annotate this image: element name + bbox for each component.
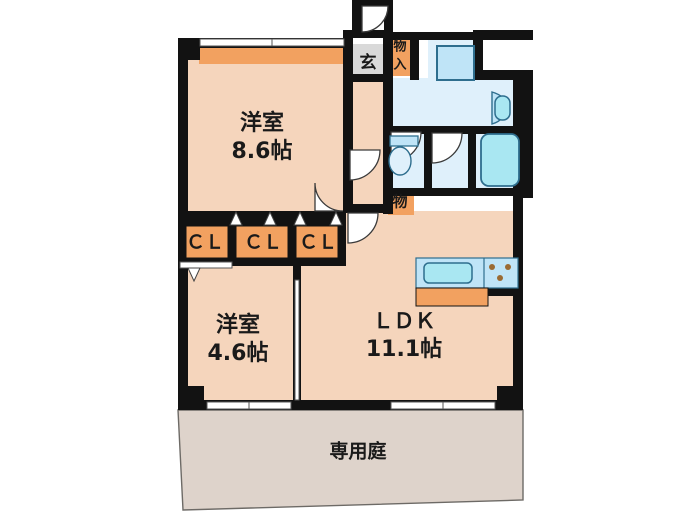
bedroom-main-window-sill bbox=[199, 46, 343, 64]
kitchen-sink-icon bbox=[423, 262, 473, 284]
wall-left bbox=[178, 38, 188, 410]
wall-hall-left bbox=[343, 38, 353, 211]
wall-corner-bl bbox=[178, 386, 204, 410]
wall-right-notch-h bbox=[473, 70, 525, 80]
closet-door-mark-5 bbox=[187, 267, 201, 283]
closet-label-2: ＣＬ bbox=[244, 232, 282, 254]
closet-door-mark-2 bbox=[263, 210, 277, 226]
fixtures bbox=[388, 45, 520, 307]
closet-label-3: ＣＬ bbox=[299, 232, 337, 254]
bedroom-second-label-line2: 4.6帖 bbox=[208, 341, 269, 366]
wall-closet-div-2 bbox=[288, 218, 296, 266]
ldk-hall-door-swing bbox=[347, 212, 379, 244]
stove-burner-2-icon bbox=[505, 264, 511, 270]
toilet-tank-icon bbox=[389, 135, 419, 147]
wall-closet-div-3 bbox=[338, 218, 346, 266]
closet-box-3 bbox=[295, 225, 339, 259]
wall-entrance-top bbox=[343, 30, 393, 38]
wall-entrance-door-l bbox=[352, 0, 362, 32]
wall-bath-left bbox=[468, 126, 476, 196]
wall-top-right bbox=[481, 30, 533, 40]
closet-door-mark-4 bbox=[329, 210, 343, 226]
bedroom-second-label-line1: 洋室 bbox=[216, 312, 260, 338]
marker-labels: 玄 物 入 物 ＣＬ ＣＬ ＣＬ bbox=[186, 39, 408, 254]
wall-closet-bottom bbox=[186, 258, 346, 266]
window-bedroom-main-b bbox=[271, 38, 345, 47]
room-labels: 洋室 8.6帖 洋室 4.6帖 ＬＤＫ 11.1帖 専用庭 bbox=[208, 110, 443, 463]
wall-right-upper bbox=[523, 70, 533, 192]
window-bedroom-second-a bbox=[206, 401, 250, 410]
bath-entry-door-swing bbox=[431, 132, 463, 164]
toilet-bowl-icon bbox=[388, 146, 412, 176]
bedroom-main-label-line2: 8.6帖 bbox=[232, 139, 293, 164]
wall-hall-bottom bbox=[343, 204, 393, 213]
window-ldk-b bbox=[442, 401, 496, 410]
wall-storage-right bbox=[410, 36, 419, 80]
wall-wet-divider-bottom bbox=[383, 188, 527, 196]
closets bbox=[185, 210, 343, 283]
window-ldk-a bbox=[390, 401, 444, 410]
kitchen-cabinet-icon bbox=[415, 287, 489, 307]
closet-label-1: ＣＬ bbox=[186, 232, 224, 254]
wall-toilet-right bbox=[424, 126, 432, 196]
bedroom-main-door-swing bbox=[314, 182, 344, 212]
storage-lower-label: 物 bbox=[392, 193, 407, 211]
closet-box-2 bbox=[235, 225, 289, 259]
storage-upper-label-char2: 入 bbox=[393, 58, 406, 73]
wall-hall-corner bbox=[383, 196, 393, 214]
entrance-door-swing bbox=[361, 5, 389, 33]
window-bedroom-main-a bbox=[199, 38, 273, 47]
wall-closet-div-1 bbox=[228, 218, 236, 266]
storage-upper-label-char1: 物 bbox=[393, 39, 406, 55]
closet-door-mark-3 bbox=[293, 210, 307, 226]
wall-storage-side bbox=[386, 36, 393, 80]
window-bedroom-second-b bbox=[248, 401, 292, 410]
window-bedroom-second-left bbox=[179, 261, 233, 269]
wall-washroom-top bbox=[386, 32, 474, 40]
closet-box-1 bbox=[185, 225, 229, 259]
wall-entrance-door-top bbox=[352, 0, 393, 6]
bathtub-icon bbox=[480, 133, 520, 187]
wall-entrance-step bbox=[343, 74, 393, 82]
stove-burner-1-icon bbox=[489, 264, 495, 270]
entrance-marker-label: 玄 bbox=[360, 52, 377, 73]
entrance-tile bbox=[352, 44, 384, 78]
ldk-label-line2: 11.1帖 bbox=[366, 337, 442, 362]
private-garden-label: 専用庭 bbox=[329, 440, 386, 463]
wall-washroom-left bbox=[383, 74, 391, 130]
stove-burner-3-icon bbox=[497, 275, 503, 281]
wall-right-notch-v bbox=[473, 30, 483, 80]
wall-kitchen-stub bbox=[487, 288, 517, 296]
wall-bedroom-bottom bbox=[186, 211, 346, 219]
vanity-sink-icon bbox=[494, 95, 511, 121]
closet-door-mark-1 bbox=[229, 210, 243, 226]
windows bbox=[179, 38, 496, 410]
bedroom-second-floor bbox=[186, 258, 298, 405]
sliding-partition bbox=[294, 279, 300, 401]
wall-bottom bbox=[178, 400, 523, 410]
wall-right bbox=[513, 78, 523, 410]
ldk-label-line1: ＬＤＫ bbox=[373, 309, 436, 333]
washing-machine-space-icon bbox=[436, 45, 475, 81]
hall-door-swing-upper bbox=[349, 149, 381, 181]
bedroom-main-label-line1: 洋室 bbox=[240, 110, 284, 136]
wall-corner-tl bbox=[178, 38, 200, 60]
bedroom-main-floor bbox=[186, 46, 343, 211]
wall-wet-divider-top bbox=[383, 126, 527, 134]
wall-entrance-door-r bbox=[384, 0, 393, 32]
